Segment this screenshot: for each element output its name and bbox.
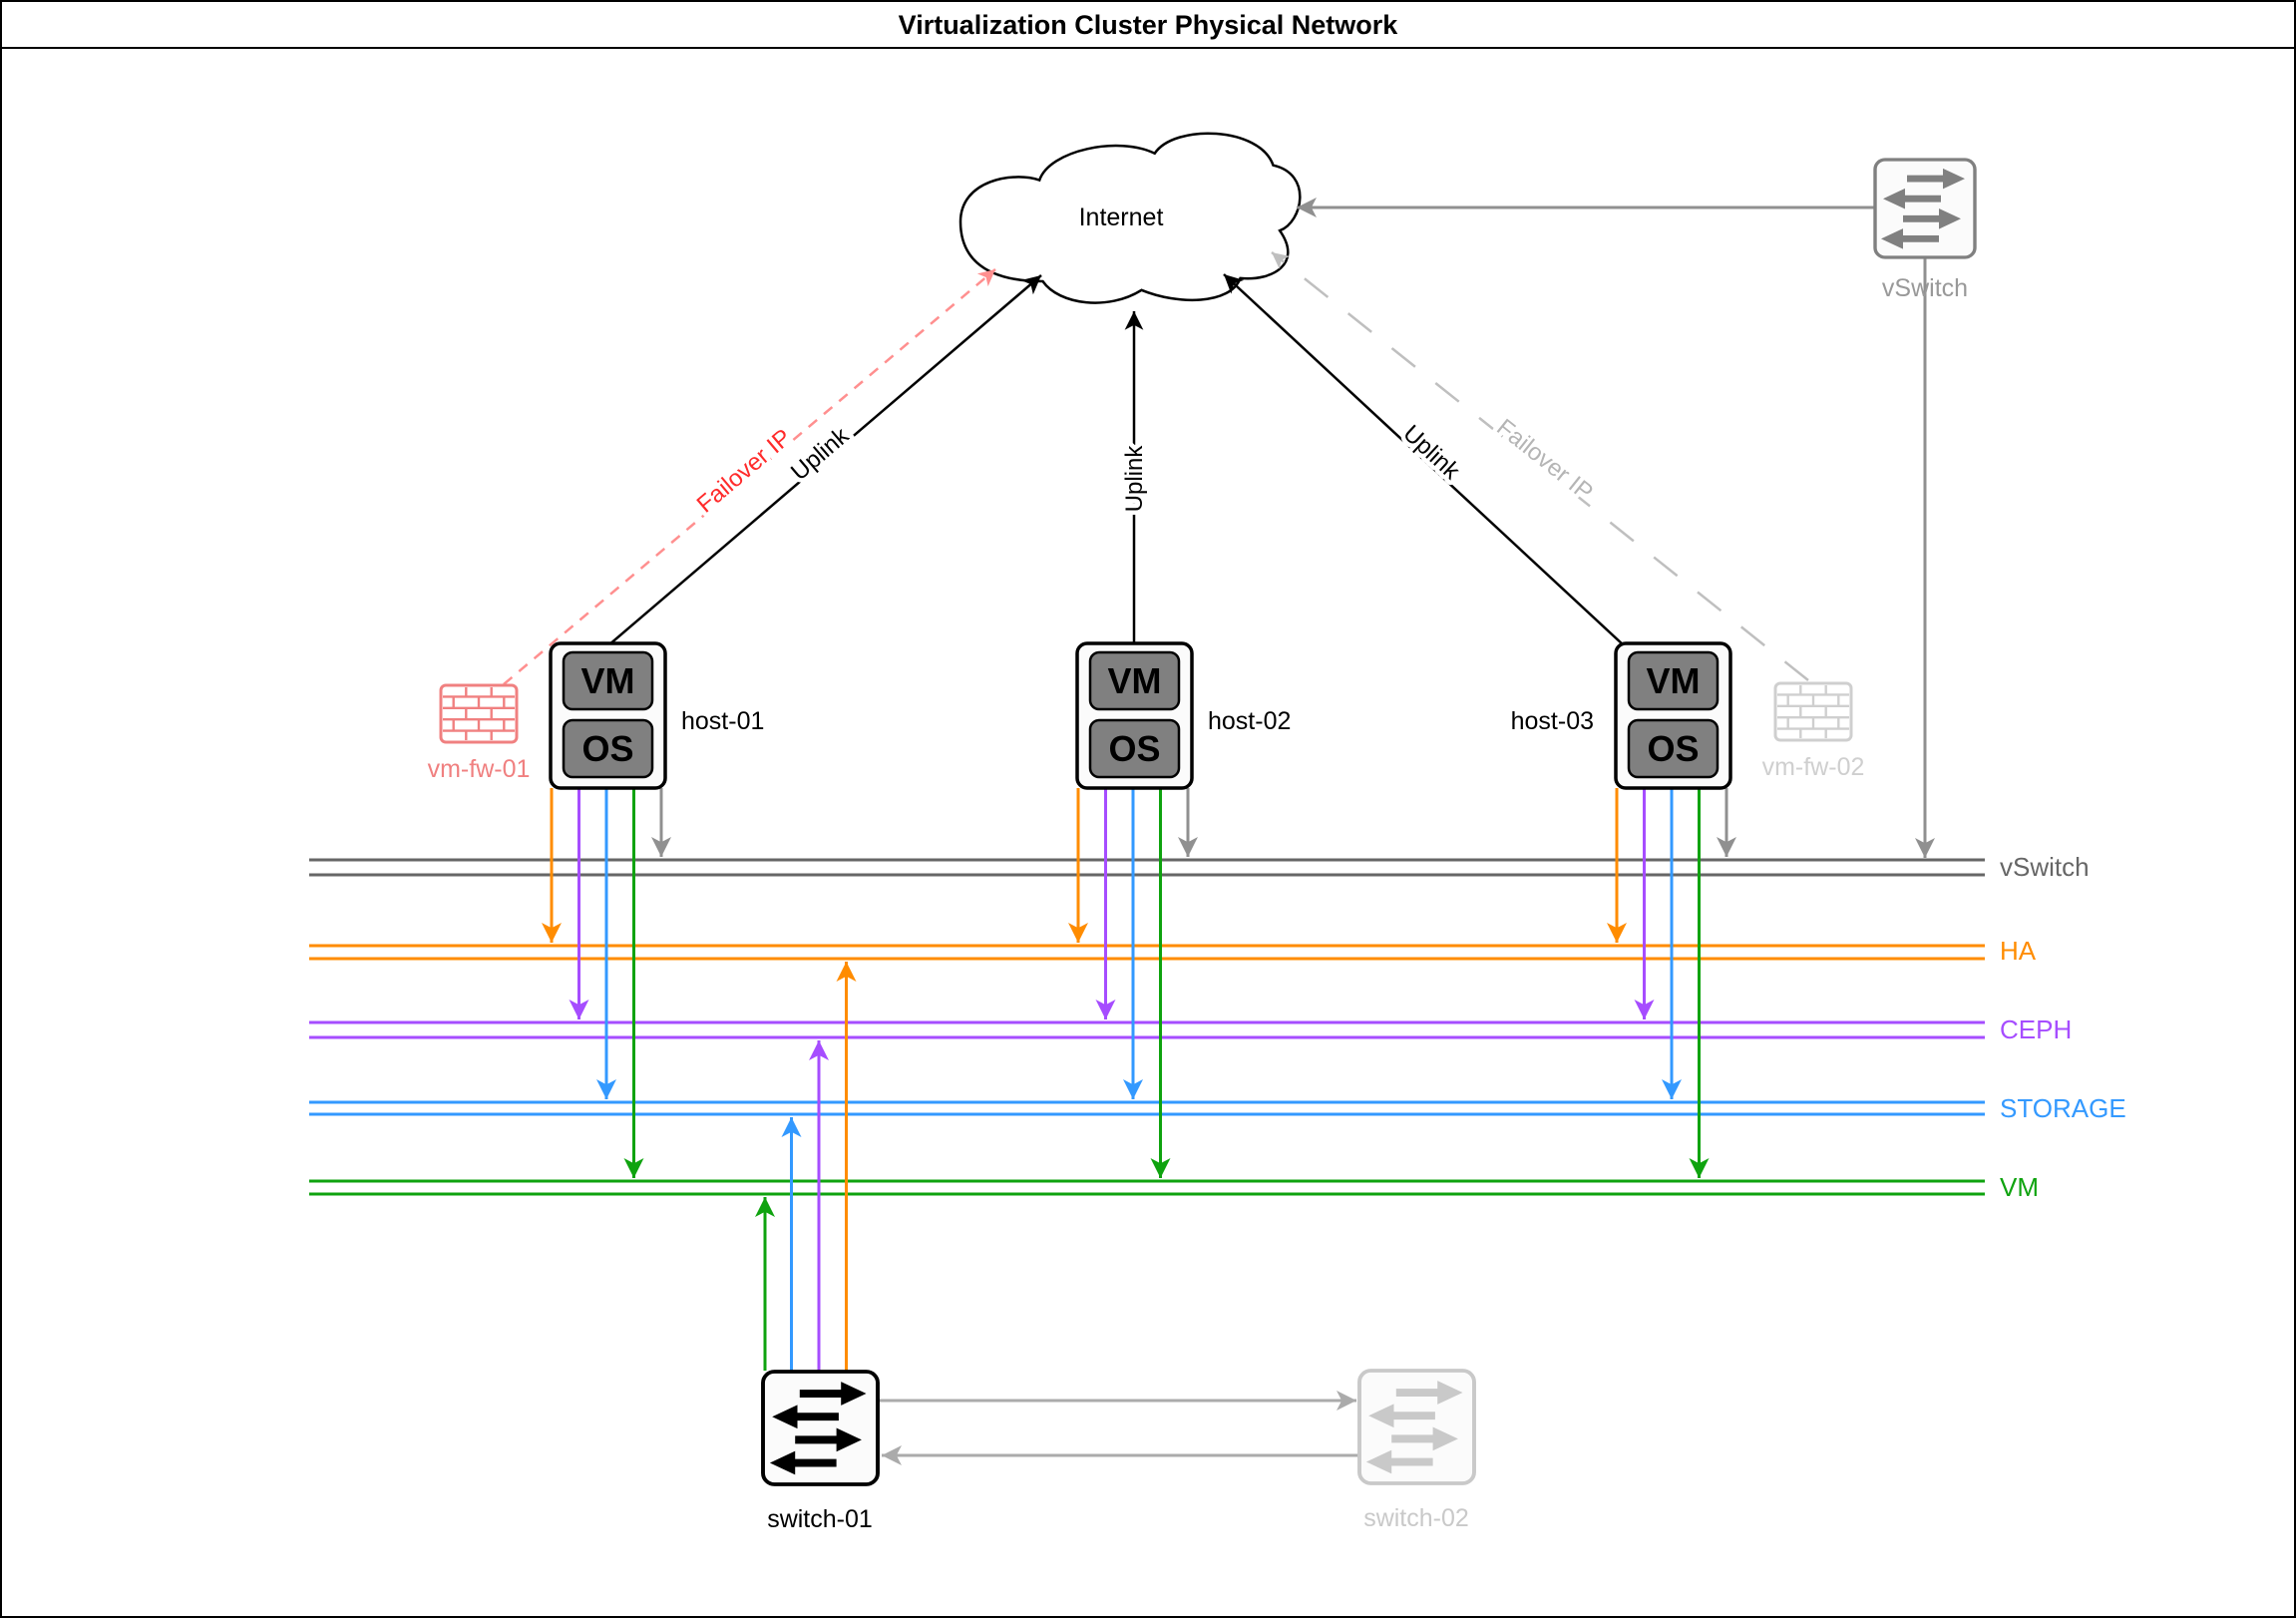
host-03-vm-label: VM — [1647, 660, 1701, 701]
uplink-host-03 — [1223, 273, 1625, 646]
bus-vswitch-label: vSwitch — [2000, 852, 2090, 882]
bus-vm-label: VM — [2000, 1172, 2039, 1202]
switch-01-label: switch-01 — [767, 1505, 873, 1533]
switch-02-node: switch-02 — [1357, 1369, 1476, 1532]
vm-fw-01-node: vm-fw-01 — [428, 683, 531, 783]
vswitch-node-label: vSwitch — [1882, 274, 1968, 302]
host-02-node: VM OS host-02 — [1075, 641, 1291, 790]
bus-storage: STORAGE — [309, 1093, 2126, 1123]
host-01-os-label: OS — [581, 728, 633, 769]
bus-storage-label: STORAGE — [2000, 1093, 2126, 1123]
switch-icon — [761, 1370, 880, 1486]
host-01-label: host-01 — [681, 707, 764, 735]
cloud-shape — [958, 132, 1302, 304]
bus-vswitch: vSwitch — [309, 852, 2090, 882]
host-02-vm-label: VM — [1108, 660, 1162, 701]
switch-icon — [1873, 158, 1977, 259]
internet-label: Internet — [1079, 203, 1164, 231]
bus-ceph: CEPH — [309, 1014, 2072, 1044]
vswitch-node: vSwitch — [1873, 158, 1977, 302]
vm-fw-02-node: vm-fw-02 — [1762, 681, 1865, 781]
bus-ha-label: HA — [2000, 936, 2037, 966]
internet-node: Internet — [958, 132, 1302, 304]
failover-edge-primary — [503, 268, 996, 685]
uplink-label-host-02: Uplink — [1121, 445, 1148, 513]
host-01-bus-links — [542, 788, 671, 1178]
host-01-node: VM OS host-01 — [549, 641, 764, 790]
bus-ha: HA — [309, 936, 2037, 966]
switch-01-node: switch-01 — [761, 1370, 880, 1533]
host-03-node: VM OS host-03 — [1511, 641, 1732, 790]
host-03-os-label: OS — [1647, 728, 1699, 769]
host-02-os-label: OS — [1108, 728, 1160, 769]
vm-fw-01-label: vm-fw-01 — [428, 755, 531, 783]
diagram-title: Virtualization Cluster Physical Network — [899, 10, 1399, 40]
host-01-vm-box — [562, 650, 654, 711]
host-02-os-box — [1088, 718, 1181, 779]
host-03-os-box — [1627, 718, 1720, 779]
host-03-label: host-03 — [1511, 707, 1594, 735]
host-02-bus-links — [1068, 788, 1198, 1178]
host-02-label: host-02 — [1208, 707, 1291, 735]
switch-icon — [1357, 1369, 1476, 1485]
host-03-vm-box — [1627, 650, 1720, 711]
switch-01-bus-links — [755, 962, 857, 1371]
bus-vm: VM — [309, 1172, 2039, 1202]
switch-02-label: switch-02 — [1363, 1504, 1469, 1532]
host-03-bus-links — [1607, 788, 1736, 1178]
host-02-vm-box — [1088, 650, 1181, 711]
failover-edge-secondary — [1271, 251, 1809, 681]
bus-ceph-label: CEPH — [2000, 1014, 2072, 1044]
uplink-host-01 — [607, 274, 1042, 646]
vm-fw-02-label: vm-fw-02 — [1762, 753, 1865, 781]
host-01-os-box — [562, 718, 654, 779]
host-01-vm-label: VM — [581, 660, 635, 701]
